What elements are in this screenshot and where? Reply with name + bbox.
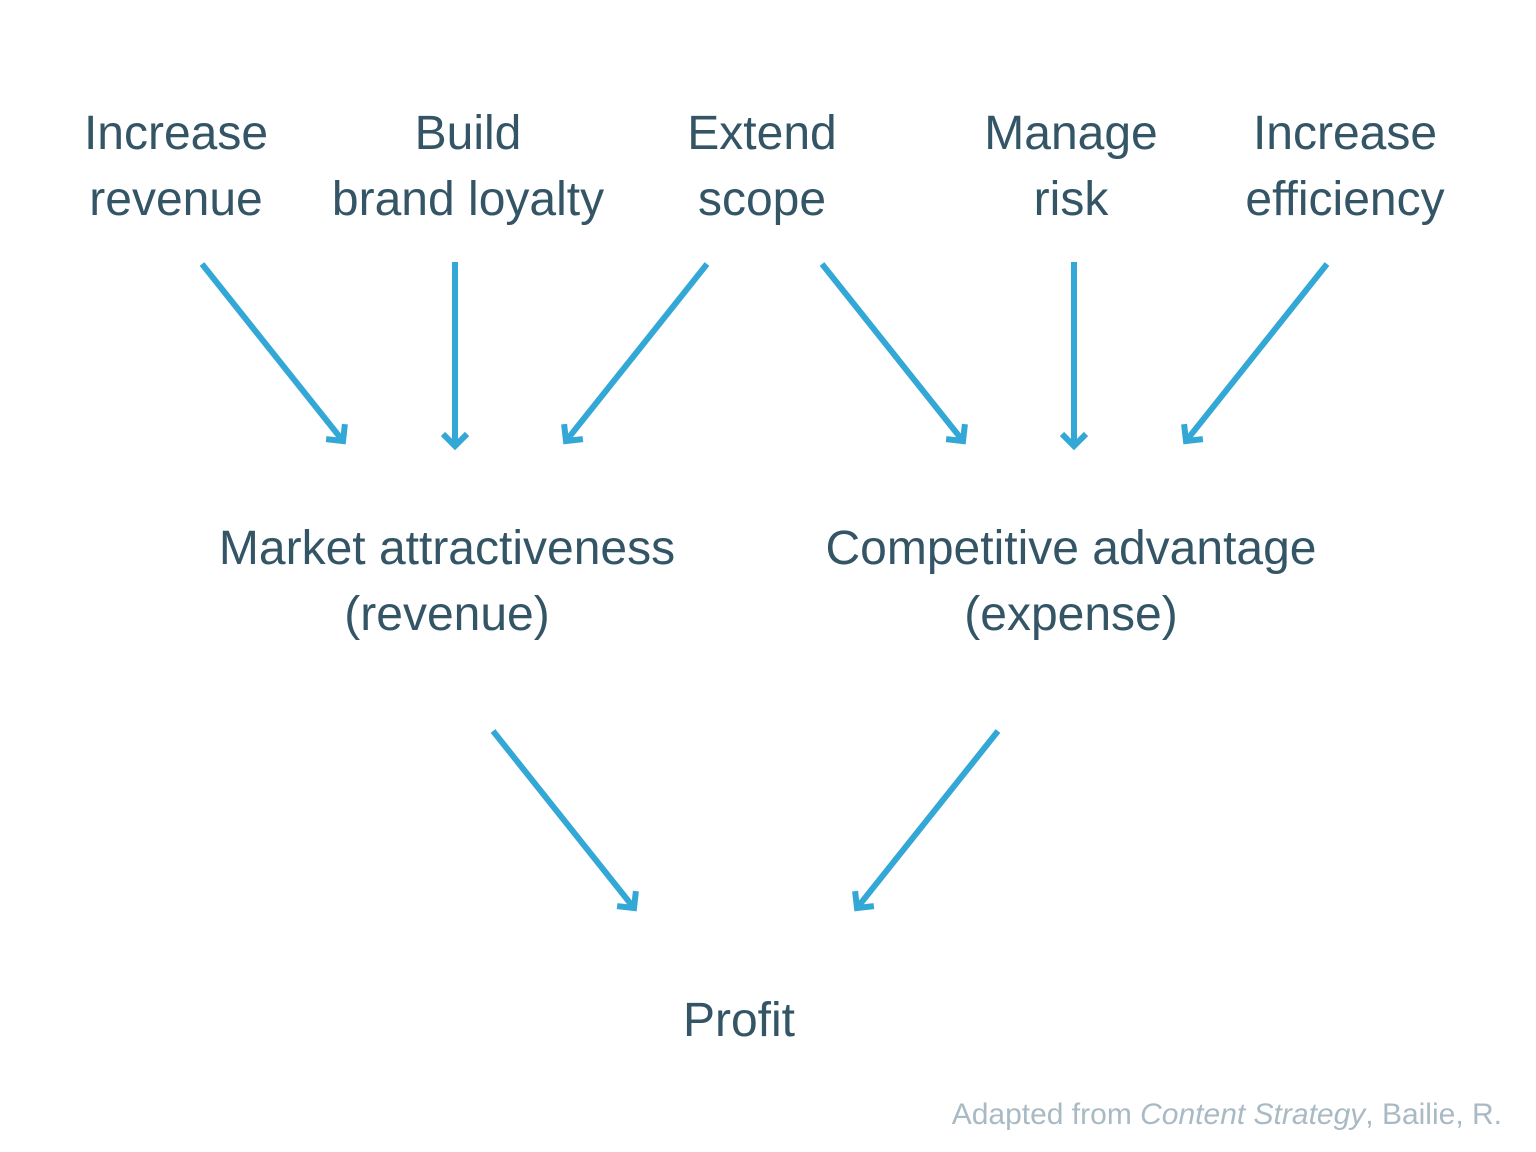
arrow-extend-scope-to-competitive-advantage-shaft	[819, 262, 966, 443]
arrow-market-attractiveness-to-profit	[490, 729, 639, 912]
node-manage-risk: Manage risk	[984, 101, 1157, 233]
node-increase-efficiency-line-2: efficiency	[1245, 173, 1445, 226]
arrow-market-attractiveness-to-profit-shaft	[490, 729, 637, 910]
node-competitive-advantage-line-1: Competitive advantage	[825, 522, 1317, 575]
arrow-extend-scope-to-market-attractiveness	[561, 262, 710, 445]
arrow-increase-efficiency-to-competitive-advantage	[1181, 262, 1330, 445]
node-build-brand-loyalty-line-1: Build	[414, 107, 522, 160]
node-manage-risk-line-1: Manage	[984, 107, 1158, 160]
source-credit: Adapted from Content Strategy, Bailie, R…	[952, 1095, 1502, 1135]
node-increase-revenue-line-1: Increase	[83, 107, 269, 160]
node-extend-scope: Extend scope	[687, 101, 836, 233]
arrow-increase-revenue-to-market-attractiveness-head	[325, 423, 348, 445]
arrow-build-brand-loyalty-to-market-attractiveness-head	[440, 431, 470, 451]
node-market-attractiveness-line-1: Market attractiveness	[218, 522, 676, 575]
node-competitive-advantage-line-2: (expense)	[964, 588, 1178, 641]
arrow-extend-scope-to-competitive-advantage	[819, 262, 968, 445]
arrow-extend-scope-to-market-attractiveness-head	[561, 423, 584, 445]
source-credit-suffix: , Bailie, R.	[1365, 1098, 1502, 1131]
arrow-extend-scope-to-competitive-advantage-head	[945, 423, 968, 445]
arrow-increase-revenue-to-market-attractiveness	[199, 262, 348, 445]
node-extend-scope-line-1: Extend	[687, 107, 837, 160]
arrow-manage-risk-to-competitive-advantage-head	[1059, 431, 1089, 451]
arrow-increase-revenue-to-market-attractiveness-shaft	[199, 262, 346, 443]
node-build-brand-loyalty-line-2: brand loyalty	[331, 173, 605, 226]
node-build-brand-loyalty: Build brand loyalty	[332, 101, 604, 233]
node-increase-revenue: Increase revenue	[84, 101, 268, 233]
node-competitive-advantage: Competitive advantage (expense)	[826, 516, 1317, 648]
node-extend-scope-line-2: scope	[697, 173, 827, 226]
node-profit-line-1: Profit	[682, 994, 796, 1047]
arrow-extend-scope-to-market-attractiveness-shaft	[563, 262, 710, 443]
node-increase-efficiency: Increase efficiency	[1245, 101, 1444, 233]
node-market-attractiveness: Market attractiveness (revenue)	[219, 516, 675, 648]
node-profit: Profit	[683, 988, 795, 1054]
node-increase-efficiency-line-1: Increase	[1252, 107, 1438, 160]
arrow-competitive-advantage-to-profit-shaft	[854, 729, 1001, 910]
source-credit-title: Content Strategy	[1140, 1098, 1366, 1131]
arrow-market-attractiveness-to-profit-head	[616, 890, 639, 912]
node-manage-risk-line-2: risk	[1033, 173, 1109, 226]
source-credit-prefix: Adapted from	[951, 1098, 1141, 1131]
arrow-competitive-advantage-to-profit	[852, 729, 1001, 912]
arrow-increase-efficiency-to-competitive-advantage-head	[1181, 423, 1204, 445]
arrow-manage-risk-to-competitive-advantage	[1059, 262, 1089, 451]
node-market-attractiveness-line-2: (revenue)	[344, 588, 550, 641]
arrow-competitive-advantage-to-profit-head	[852, 890, 875, 912]
arrow-increase-efficiency-to-competitive-advantage-shaft	[1183, 262, 1330, 443]
node-increase-revenue-line-2: revenue	[89, 173, 263, 226]
arrow-build-brand-loyalty-to-market-attractiveness	[440, 262, 470, 451]
